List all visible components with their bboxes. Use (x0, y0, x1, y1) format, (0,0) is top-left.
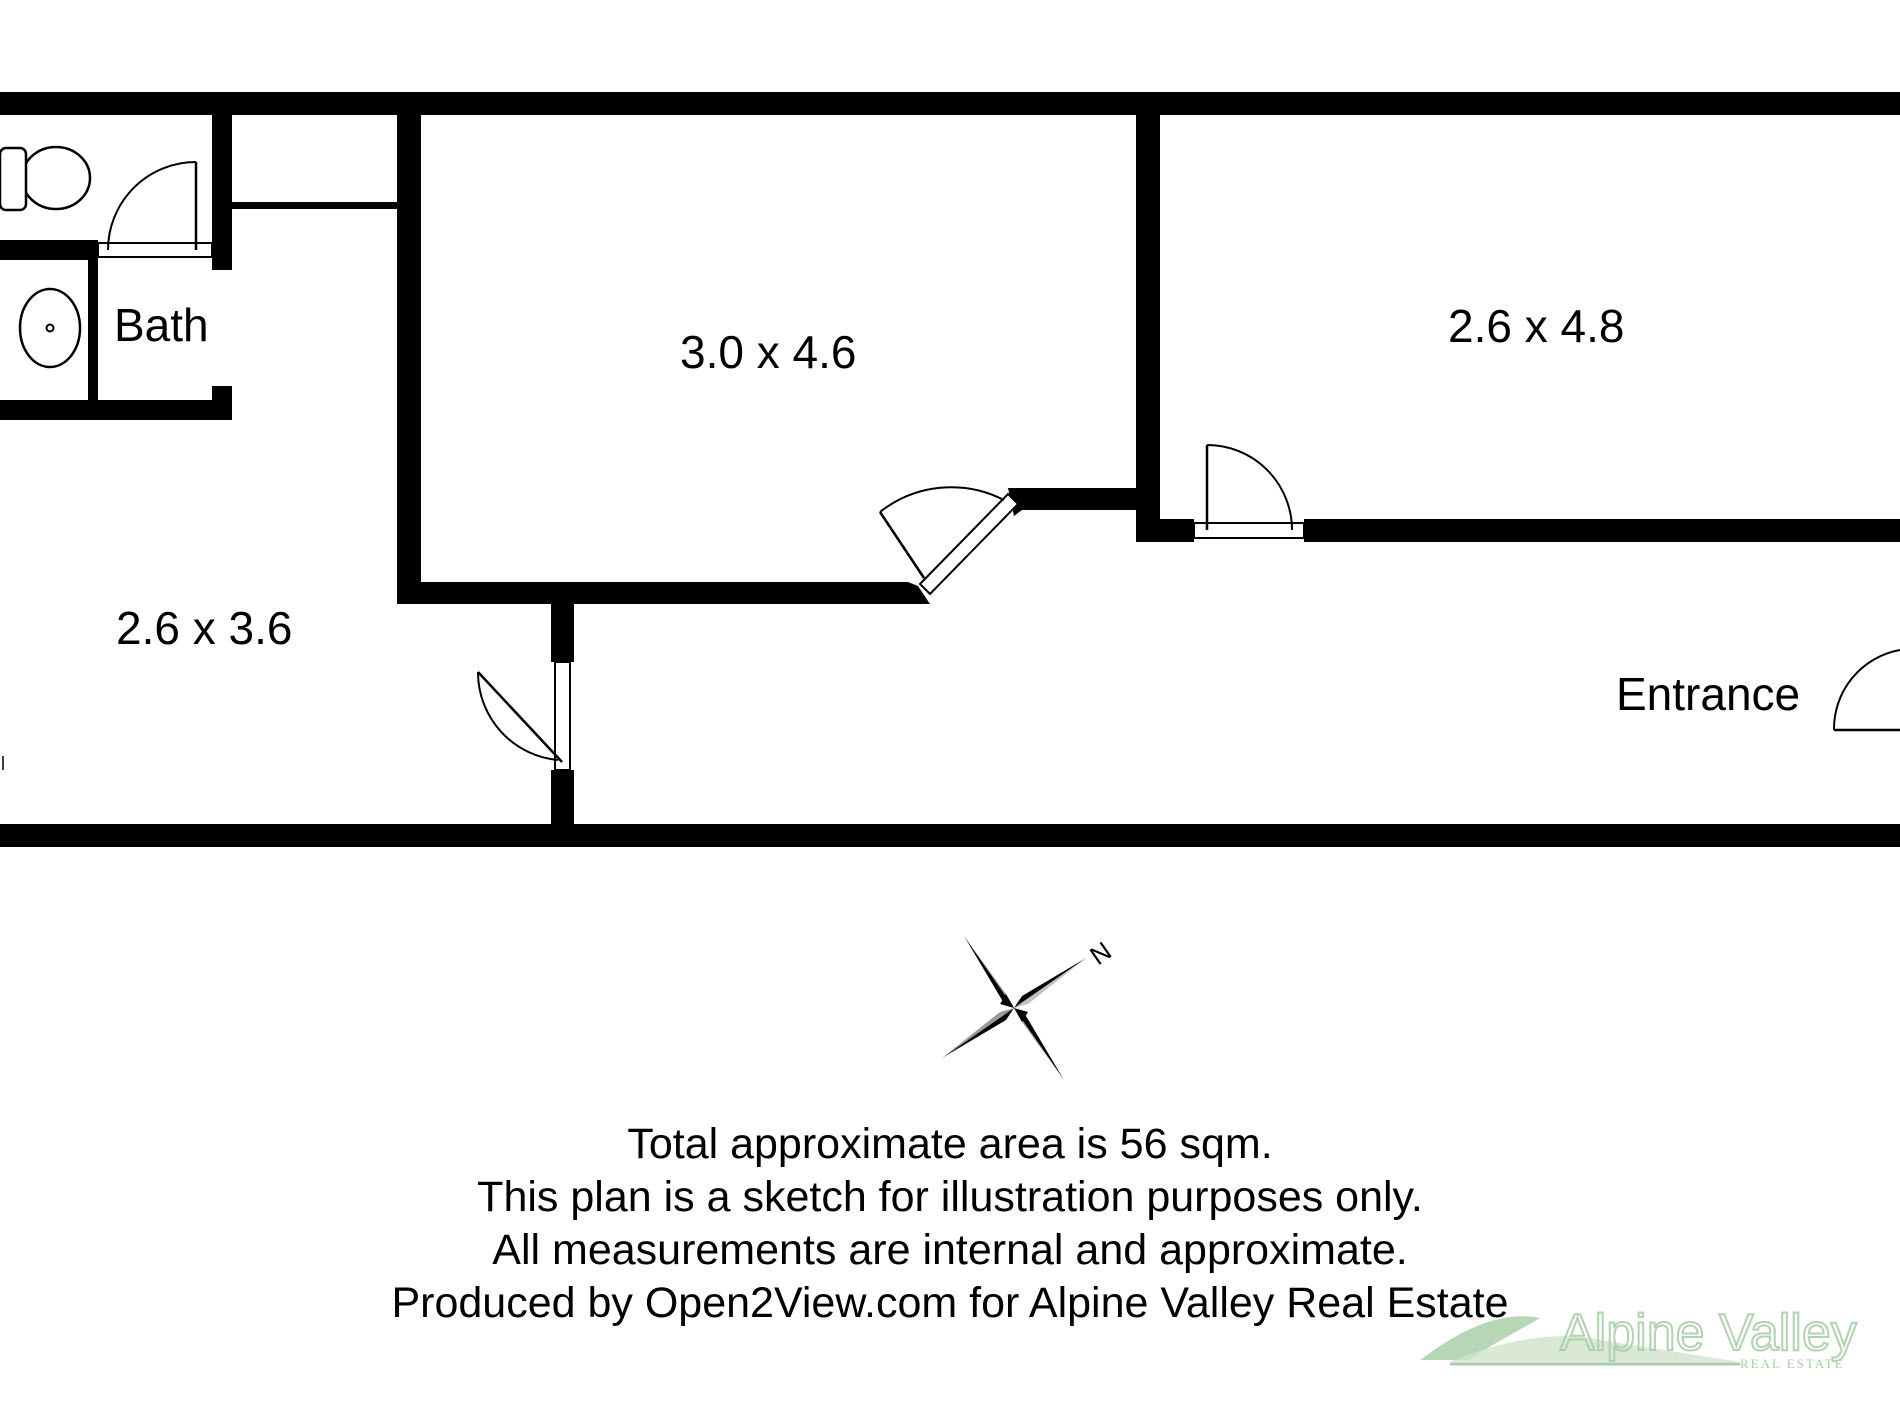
wall-toilet-partition (0, 240, 98, 260)
compass-north-label: N (1084, 936, 1117, 971)
room-label-left: 2.6 x 3.6 (116, 602, 292, 654)
wall-top (0, 92, 1900, 115)
wall-center-notch (1008, 488, 1136, 516)
note-producer: Produced by Open2View.com for Alpine Val… (391, 1279, 1509, 1327)
toilet-icon (0, 145, 92, 212)
compass-rose-icon (942, 936, 1086, 1080)
room-label-bath: Bath (114, 299, 209, 351)
wall-left-door-lower (551, 770, 574, 828)
note-area: Total approximate area is 56 sqm. (627, 1120, 1273, 1168)
room-label-entrance: Entrance (1616, 668, 1800, 720)
logo-name: Alpine Valley (1560, 1304, 1857, 1362)
wall-center-bottom (397, 582, 930, 604)
wall-center-right (1136, 112, 1160, 542)
wall-corridor-line (232, 202, 400, 209)
plan-notes: Total approximate area is 56 sqm. This p… (0, 1118, 1900, 1330)
room-label-right: 2.6 x 4.8 (1448, 300, 1624, 352)
wall-right-room-bottom-a (1136, 519, 1194, 542)
center-room-door (878, 486, 1020, 596)
wall-bath-bottom (0, 400, 232, 420)
wall-center-left (397, 112, 421, 604)
right-room-door (1193, 444, 1305, 539)
entrance-door (1832, 649, 1900, 732)
room-label-center: 3.0 x 4.6 (680, 326, 856, 378)
wall-basin-partition (88, 240, 98, 400)
basin-icon (18, 287, 82, 369)
logo-tagline: REAL ESTATE (1740, 1356, 1845, 1371)
wall-bath-right-upper (212, 112, 232, 270)
wall-bottom (0, 824, 1900, 847)
note-measurements: All measurements are internal and approx… (492, 1226, 1408, 1274)
bath-door (97, 161, 213, 258)
left-room-door (477, 661, 571, 771)
alpine-valley-logo: Alpine Valley REAL ESTATE (1420, 1303, 1858, 1371)
note-sketch: This plan is a sketch for illustration p… (477, 1173, 1423, 1221)
wall-right-room-bottom-b (1304, 519, 1900, 542)
wall-left-door-upper (551, 604, 574, 662)
